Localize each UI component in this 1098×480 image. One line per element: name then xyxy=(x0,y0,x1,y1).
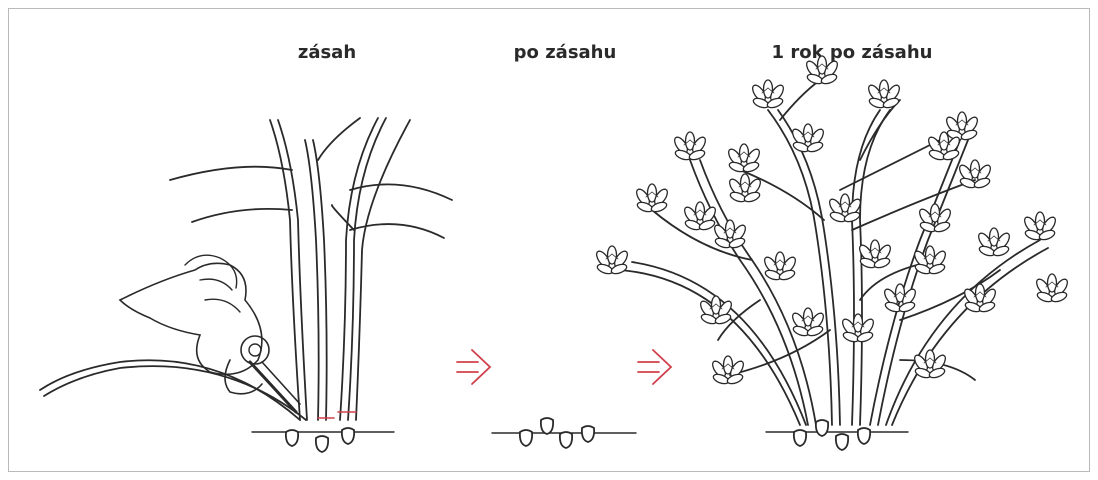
stump xyxy=(816,420,828,436)
leaf-cluster xyxy=(976,228,1012,257)
leaf-cluster xyxy=(827,194,863,223)
stump xyxy=(342,428,354,444)
arrow-1 xyxy=(457,350,490,384)
stump xyxy=(836,434,848,450)
leaf-cluster xyxy=(1034,274,1070,303)
leaf-cluster xyxy=(726,144,762,173)
stump xyxy=(582,426,594,442)
leaf-cluster xyxy=(682,202,718,231)
leaf-cluster xyxy=(712,220,748,249)
stump xyxy=(520,430,532,446)
leaf-cluster xyxy=(698,296,734,325)
stump xyxy=(794,430,806,446)
leaf-cluster xyxy=(912,350,948,379)
leaf-cluster xyxy=(762,252,798,281)
leaf-cluster xyxy=(962,284,998,313)
arrow-2 xyxy=(638,350,671,384)
leaf-cluster xyxy=(710,356,746,385)
leaf-cluster xyxy=(594,246,630,275)
stump xyxy=(316,436,328,452)
leaf-cluster xyxy=(634,184,670,213)
leaf-cluster xyxy=(917,204,953,233)
leaf-cluster xyxy=(840,314,876,343)
stump xyxy=(286,430,298,446)
leaf-cluster xyxy=(912,246,948,275)
stage-after-illustration xyxy=(492,418,636,448)
stump xyxy=(858,428,870,444)
leaf-cluster xyxy=(750,80,786,109)
leaf-cluster xyxy=(866,80,902,109)
leaf-cluster xyxy=(1022,212,1058,241)
leaf-cluster xyxy=(672,132,708,161)
leaf-cluster xyxy=(857,240,893,269)
stage-intervention-illustration xyxy=(40,118,452,452)
stump xyxy=(541,418,553,434)
leaf-cluster xyxy=(957,160,993,189)
stage-one-year-after-illustration xyxy=(594,56,1070,450)
leaf-cluster xyxy=(790,308,826,337)
leaf-cluster xyxy=(882,284,918,313)
leaf-cluster xyxy=(790,124,826,153)
leaf-cluster xyxy=(944,112,980,141)
leaf-cluster xyxy=(804,56,840,85)
stump xyxy=(560,432,572,448)
